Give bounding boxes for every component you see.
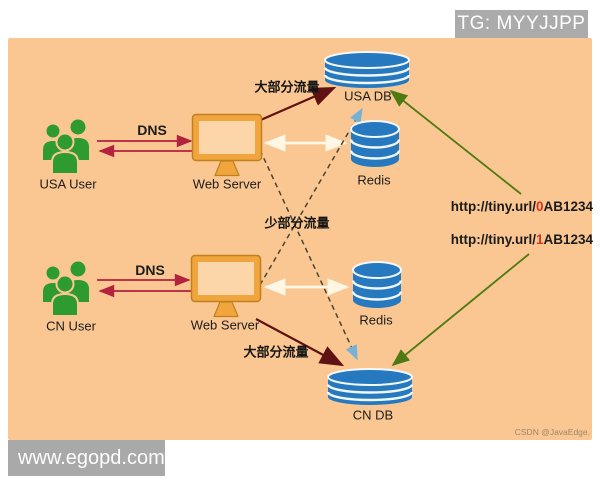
tiny-url-cn-hash-digit: 1 bbox=[535, 232, 544, 247]
redis-top-icon bbox=[349, 120, 401, 168]
minor-traffic-label: 少部分流量 bbox=[264, 215, 330, 231]
redis-bottom-label: Redis bbox=[359, 312, 393, 328]
web-server-bottom-label: Web Server bbox=[190, 317, 260, 333]
redis-top-label: Redis bbox=[357, 172, 391, 188]
web-server-top-icon bbox=[191, 113, 263, 177]
usa-user-icon bbox=[38, 117, 104, 175]
tiny-url-cn-suffix: AB1234 bbox=[543, 232, 593, 247]
tiny-url-usa: http://tiny.url/0AB1234 bbox=[451, 199, 593, 214]
tiny-url-usa-suffix: AB1234 bbox=[543, 199, 593, 214]
web-server-top-label: Web Server bbox=[192, 176, 262, 192]
cn-user-icon bbox=[38, 259, 104, 317]
tiny-url-usa-prefix: http://tiny.url/ bbox=[450, 199, 536, 214]
major-traffic-bottom-label: 大部分流量 bbox=[243, 344, 309, 360]
dns-top-label: DNS bbox=[137, 122, 167, 138]
usa-user-label: USA User bbox=[39, 176, 97, 192]
cn-db-icon bbox=[326, 368, 414, 406]
usa-db-label: USA DB bbox=[344, 88, 392, 104]
watermark-egopd: www.egopd.com bbox=[8, 440, 165, 476]
tiny-url-cn: http://tiny.url/1AB1234 bbox=[451, 232, 593, 247]
tiny-url-cn-prefix: http://tiny.url/ bbox=[450, 232, 536, 247]
major-traffic-top-label: 大部分流量 bbox=[254, 79, 320, 95]
tiny-url-usa-hash-digit: 0 bbox=[535, 199, 544, 214]
cn-user-label: CN User bbox=[46, 318, 96, 334]
usa-db-icon bbox=[323, 51, 411, 89]
dns-bottom-label: DNS bbox=[135, 262, 165, 278]
tg-badge: TG: MYYJJPP bbox=[455, 10, 588, 38]
watermark-csdn: CSDN @JavaEdge. bbox=[514, 427, 590, 437]
cn-db-label: CN DB bbox=[352, 407, 394, 423]
web-server-bottom-icon bbox=[190, 254, 262, 318]
redis-bottom-icon bbox=[351, 261, 403, 309]
